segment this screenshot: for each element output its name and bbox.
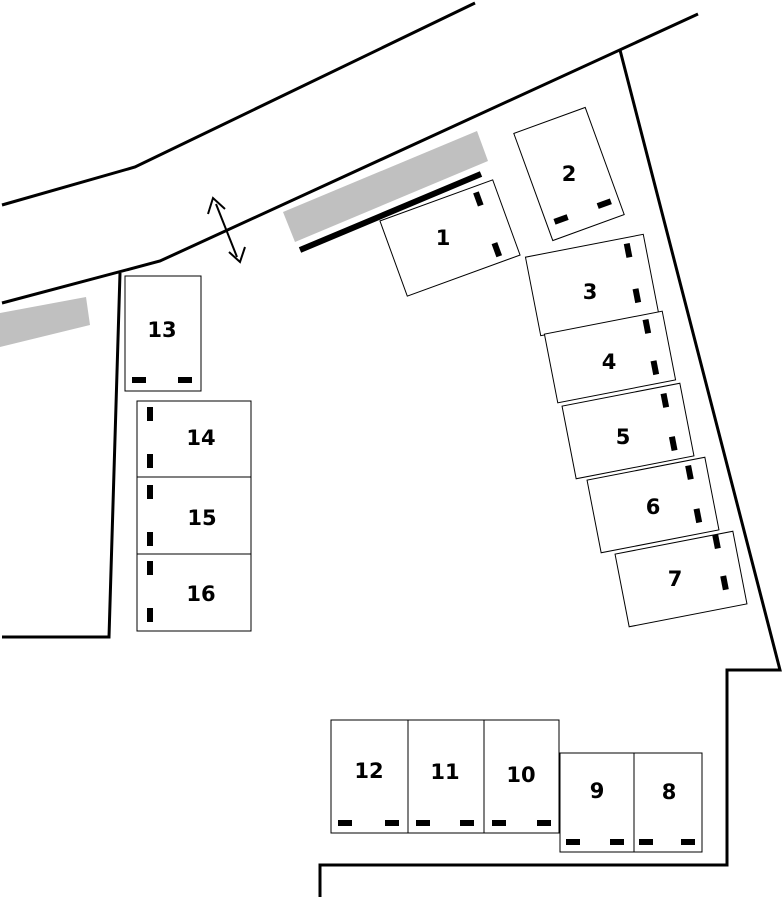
parking-space[interactable]: 12 <box>330 719 409 834</box>
space-number: 14 <box>186 426 215 450</box>
parking-space[interactable]: 8 <box>633 752 703 853</box>
space-number: 5 <box>616 425 631 449</box>
space-number: 2 <box>562 162 577 186</box>
space-number: 11 <box>430 760 459 784</box>
wheel-stop <box>650 360 660 376</box>
space-number: 7 <box>668 567 683 591</box>
parking-space[interactable]: 3 <box>524 233 660 337</box>
lot-boundary-north <box>1 12 699 305</box>
wheel-stop <box>596 198 612 209</box>
parking-space[interactable]: 9 <box>559 752 635 853</box>
wheel-stop <box>632 288 642 304</box>
parking-space[interactable]: 1 <box>379 179 521 297</box>
wheel-stop <box>712 534 721 549</box>
wheel-stop <box>685 465 694 480</box>
parking-space[interactable]: 5 <box>561 382 695 480</box>
space-number: 9 <box>590 779 605 803</box>
space-number: 13 <box>147 318 176 342</box>
wheel-stop <box>553 214 569 225</box>
parking-space[interactable]: 11 <box>407 719 485 834</box>
wheel-stop <box>623 243 633 258</box>
wheel-stop <box>473 191 484 207</box>
parking-space[interactable]: 16 <box>136 553 252 632</box>
parking-space[interactable]: 4 <box>543 310 677 404</box>
space-number: 1 <box>436 226 451 250</box>
lot-boundary-east <box>318 49 782 897</box>
space-number: 4 <box>602 350 617 374</box>
parking-space[interactable]: 6 <box>586 456 720 554</box>
parking-space[interactable]: 13 <box>124 275 202 392</box>
road-edge-upper <box>1 1 476 207</box>
lot-boundary-west <box>2 272 122 639</box>
parking-space[interactable]: 14 <box>136 400 252 478</box>
space-number: 3 <box>583 280 598 304</box>
wall-line <box>298 171 483 253</box>
planter-strip-north <box>283 131 488 242</box>
space-number: 12 <box>354 759 383 783</box>
space-number: 15 <box>187 506 216 530</box>
space-number: 10 <box>506 763 535 787</box>
space-number: 16 <box>186 582 215 606</box>
parking-space[interactable]: 15 <box>136 476 252 555</box>
wheel-stop <box>660 392 670 408</box>
wheel-stop <box>668 436 678 452</box>
wheel-stop <box>720 575 729 591</box>
planter-strip-west <box>0 297 90 347</box>
space-number: 8 <box>662 780 677 804</box>
wheel-stop <box>642 318 652 334</box>
space-number: 6 <box>646 495 661 519</box>
parking-space[interactable]: 2 <box>513 106 625 242</box>
parking-space[interactable]: 10 <box>483 719 560 834</box>
double-arrow-icon <box>207 196 246 264</box>
wheel-stop <box>693 508 703 524</box>
wheel-stop <box>491 242 503 258</box>
parking-space[interactable]: 7 <box>614 530 748 628</box>
